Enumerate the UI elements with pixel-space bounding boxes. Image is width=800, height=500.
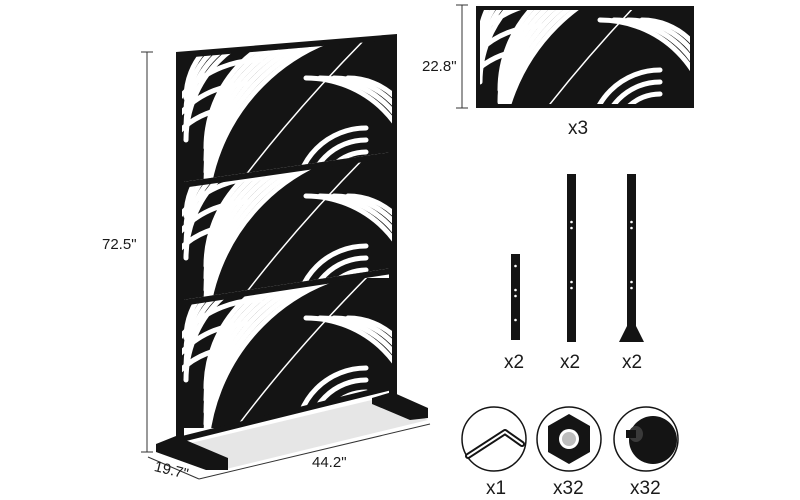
- short-post-qty: x2: [504, 352, 525, 373]
- footed-post: [619, 174, 644, 342]
- panel-height-label: 22.8": [422, 58, 457, 75]
- left-foot: [156, 436, 228, 470]
- base-floor: [170, 398, 428, 470]
- footed-post-qty: x2: [622, 352, 643, 373]
- wrench-qty: x1: [486, 478, 507, 499]
- panel-detail: [476, 6, 694, 108]
- long-post-qty: x2: [560, 352, 581, 373]
- width-label: 44.2": [312, 454, 347, 471]
- dimension-lines: [141, 4, 468, 480]
- height-label: 72.5": [102, 236, 137, 253]
- allen-wrench-icon: [461, 406, 527, 472]
- hex-nut-icon: [536, 406, 602, 472]
- right-post: [389, 36, 397, 408]
- bolt-qty: x32: [630, 478, 661, 499]
- long-post: [567, 174, 576, 342]
- panel-qty: x3: [568, 118, 589, 139]
- short-post: [511, 254, 520, 340]
- bolt-icon: [613, 406, 679, 472]
- right-foot: [372, 392, 428, 420]
- nut-qty: x32: [553, 478, 584, 499]
- left-post: [176, 52, 184, 452]
